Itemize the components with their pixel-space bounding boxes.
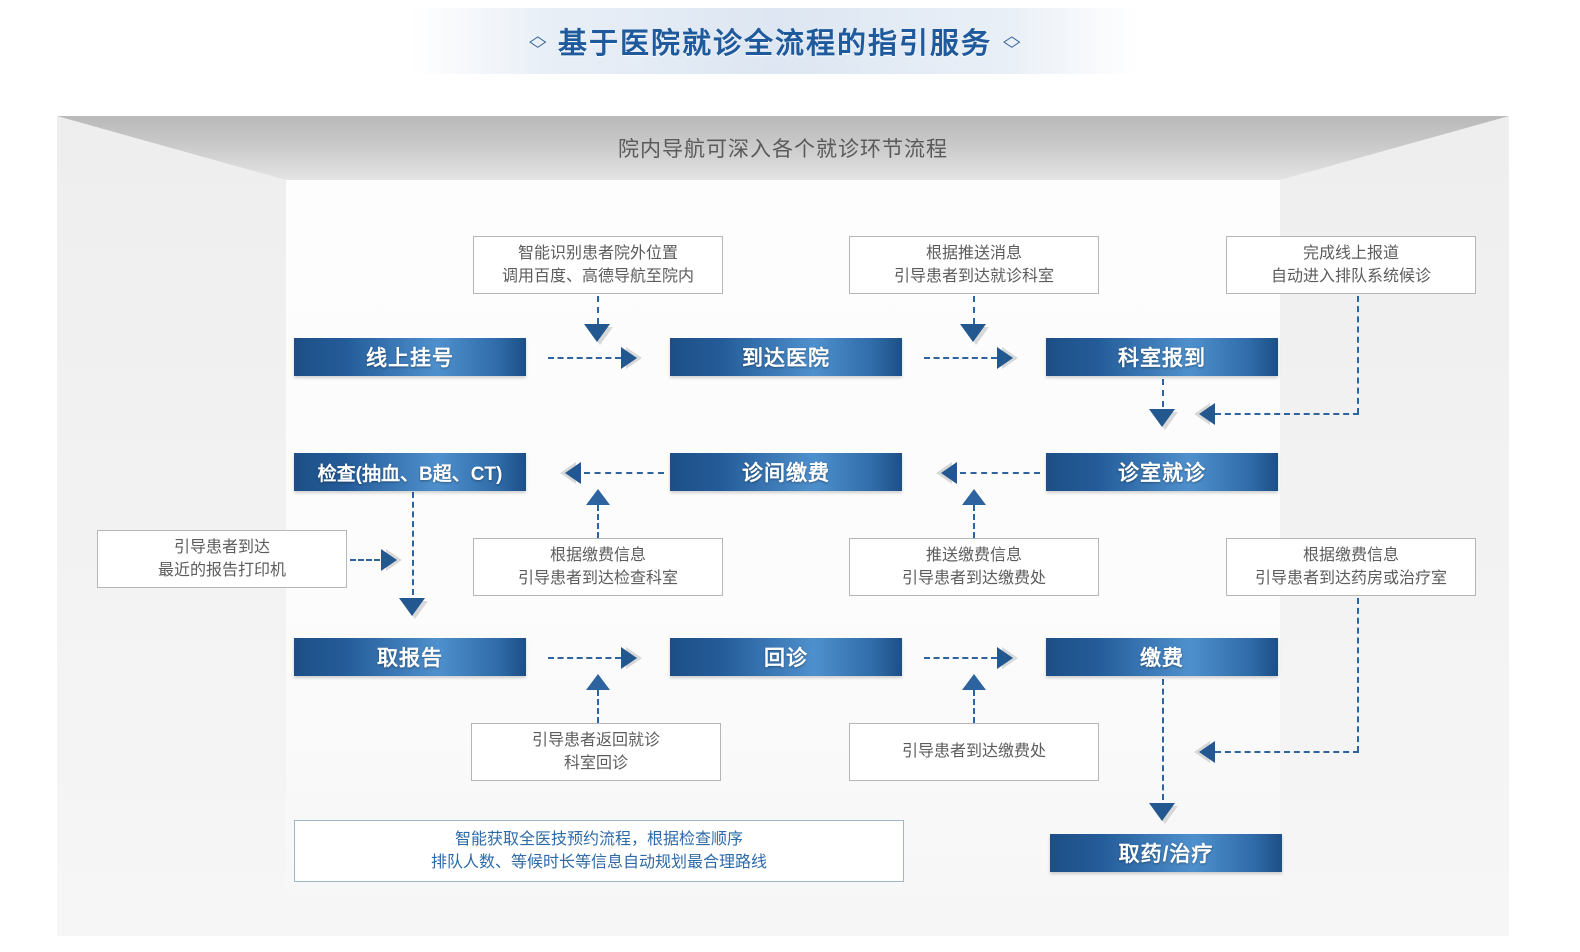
arrow-up-icon bbox=[962, 674, 986, 690]
connector-arrive-to-checkin bbox=[924, 357, 997, 359]
arrow-left-icon bbox=[941, 462, 957, 484]
arrow-down-icon bbox=[960, 324, 986, 342]
connector-examination-to-report bbox=[412, 492, 414, 595]
connector-payment-to-medicine bbox=[1162, 679, 1164, 800]
connector-note-return-vertical bbox=[597, 690, 599, 723]
process-box-medicine-treatment[interactable]: 取药/治疗 bbox=[1050, 834, 1282, 872]
process-box-online-registration[interactable]: 线上挂号 bbox=[294, 338, 526, 376]
connector-clinic-payment-to-examination bbox=[584, 472, 664, 474]
frame-center-panel bbox=[285, 180, 1290, 936]
connector-reg-to-arrive bbox=[548, 357, 621, 359]
annotation-note-outside-location: 智能识别患者院外位置 调用百度、高德导航至院内 bbox=[473, 236, 723, 294]
annotation-note-arrive-payment-desk: 引导患者到达缴费处 bbox=[849, 723, 1099, 781]
arrow-right-icon bbox=[621, 647, 637, 669]
page-title: 基于医院就诊全流程的指引服务 bbox=[557, 28, 992, 60]
arrow-down-icon bbox=[1149, 409, 1175, 427]
connector-note-pharmacy-horizontal bbox=[1215, 751, 1359, 753]
connector-note-exam-vertical bbox=[597, 505, 599, 538]
arrow-up-icon bbox=[586, 674, 610, 690]
arrow-up-icon bbox=[962, 489, 986, 505]
connector-consultation-to-clinic-payment bbox=[960, 472, 1040, 474]
arrow-right-icon bbox=[381, 549, 397, 571]
arrow-left-icon bbox=[1199, 741, 1215, 763]
annotation-note-pharmacy-or-treatment: 根据缴费信息 引导患者到达药房或治疗室 bbox=[1226, 538, 1476, 596]
connector-return-to-payment bbox=[924, 657, 997, 659]
annotation-note-smart-routing: 智能获取全医技预约流程，根据检查顺序 排队人数、等候时长等信息自动规划最合理路线 bbox=[294, 820, 904, 882]
arrow-left-icon bbox=[565, 462, 581, 484]
arrow-down-icon bbox=[399, 598, 425, 616]
process-box-return-visit[interactable]: 回诊 bbox=[670, 638, 902, 676]
arrow-down-icon bbox=[1149, 803, 1175, 821]
connector-note-printer-horizontal bbox=[350, 559, 380, 561]
arrow-down-icon bbox=[584, 324, 610, 342]
frame-left-wall bbox=[57, 116, 286, 936]
process-box-payment[interactable]: 缴费 bbox=[1046, 638, 1278, 676]
diamond-icon-right: ◇ bbox=[1003, 32, 1021, 50]
arrow-right-icon bbox=[997, 347, 1013, 369]
process-box-arrive-hospital[interactable]: 到达医院 bbox=[670, 338, 902, 376]
process-box-clinic-payment[interactable]: 诊间缴费 bbox=[670, 453, 902, 491]
annotation-note-push-message: 根据推送消息 引导患者到达就诊科室 bbox=[849, 236, 1099, 294]
annotation-note-online-checkin: 完成线上报道 自动进入排队系统候诊 bbox=[1226, 236, 1476, 294]
arrow-right-icon bbox=[997, 647, 1013, 669]
connector-checkin-to-consultation bbox=[1162, 379, 1164, 407]
process-box-examination[interactable]: 检查(抽血、B超、CT) bbox=[294, 453, 526, 491]
arrow-right-icon bbox=[621, 347, 637, 369]
panel-subtitle: 院内导航可深入各个就诊环节流程 bbox=[618, 138, 948, 161]
connector-note-online-checkin-vertical bbox=[1357, 296, 1359, 414]
process-box-department-checkin[interactable]: 科室报到 bbox=[1046, 338, 1278, 376]
annotation-note-push-payment: 推送缴费信息 引导患者到达缴费处 bbox=[849, 538, 1099, 596]
process-box-get-report[interactable]: 取报告 bbox=[294, 638, 526, 676]
connector-note-payment-desk-vertical bbox=[973, 690, 975, 723]
connector-note-push-payment-vertical bbox=[973, 505, 975, 538]
diamond-icon-left: ◇ bbox=[529, 32, 547, 50]
connector-note-to-department-checkin bbox=[973, 296, 975, 324]
connector-note-to-arrive-hospital bbox=[597, 296, 599, 324]
connector-note-pharmacy-vertical bbox=[1357, 598, 1359, 752]
frame-top-band bbox=[57, 116, 1509, 180]
arrow-left-icon bbox=[1199, 403, 1215, 425]
annotation-note-nearest-printer: 引导患者到达 最近的报告打印机 bbox=[97, 530, 347, 588]
process-box-consultation[interactable]: 诊室就诊 bbox=[1046, 453, 1278, 491]
title-banner: ◇ 基于医院就诊全流程的指引服务 ◇ bbox=[410, 8, 1140, 74]
connector-report-to-return bbox=[548, 657, 621, 659]
annotation-note-return-to-clinic: 引导患者返回就诊 科室回诊 bbox=[471, 723, 721, 781]
connector-note-online-checkin-horizontal bbox=[1215, 413, 1359, 415]
arrow-up-icon bbox=[586, 489, 610, 505]
annotation-note-payment-to-exam: 根据缴费信息 引导患者到达检查科室 bbox=[473, 538, 723, 596]
